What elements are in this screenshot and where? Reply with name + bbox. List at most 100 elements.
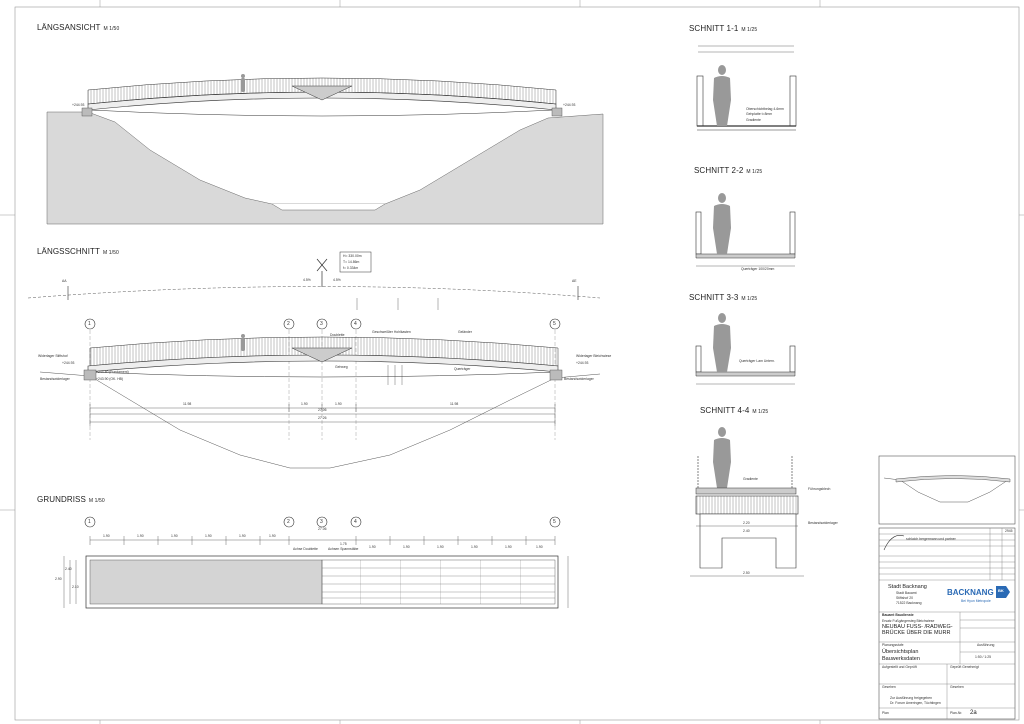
tb-phase-label: Planungsstufe	[882, 643, 904, 647]
riverbed	[271, 203, 386, 211]
axis-3-plan: 3	[320, 519, 323, 525]
curve-params-box	[339, 251, 372, 273]
axis-5-plan: 5	[553, 519, 556, 525]
abutment-section-right	[549, 369, 563, 381]
s4-person	[713, 427, 731, 488]
curve-param-h: H= 330.00m	[343, 254, 362, 258]
s3-left-post	[695, 345, 702, 373]
tb-client-street: Stiftshof 20	[896, 596, 913, 600]
tb-project-kind: Ersatz Fußgängersteg Bleichwiese	[882, 619, 935, 623]
tb-phase-value: Ausführung	[977, 643, 995, 647]
label-widerlager-right: Widerlager Bleichwiese	[576, 354, 612, 358]
s2-person	[713, 193, 731, 254]
plan-total: 27.06	[318, 527, 327, 531]
s1-note-gehplatte: Gehplatte t=8mm	[746, 112, 773, 116]
tb-brand: BACKNANG	[947, 588, 994, 597]
office-logo-mark	[883, 535, 905, 551]
s4-width-220: 2.20	[743, 521, 750, 525]
tb-client: Stadt Backnang	[888, 584, 927, 590]
axis-5-section: 5	[553, 321, 556, 327]
key-plan-bridge	[895, 475, 1011, 483]
plan-field-2: 1.90	[137, 534, 144, 538]
plan-deck-right	[321, 559, 556, 605]
dim-span-left: 11.98	[183, 402, 192, 406]
label-gelaender: Geländer	[458, 330, 472, 334]
terrain-section	[39, 371, 601, 469]
ground-terrain	[46, 111, 604, 225]
s2-right-post	[789, 211, 796, 255]
s4-note-bestand: Bestandswiderlager	[808, 521, 838, 525]
laengsschnitt-view	[27, 251, 601, 469]
label-quertraeger: Querträger	[454, 367, 471, 371]
label-elev-left: +244.93	[62, 361, 75, 365]
tb-client-dept: Stadt Bauamt	[896, 591, 917, 595]
tb-aufgestellt: Aufgestellt und Geprüft	[882, 665, 917, 669]
profile-label-aa: AA	[62, 279, 67, 283]
axis-2-plan: 2	[287, 519, 290, 525]
s1-note-gradiente: Gradiente	[746, 118, 761, 122]
plan-field-11: 1.90	[505, 545, 512, 549]
dim-span-right: 11.98	[450, 402, 459, 406]
grundriss-view	[63, 516, 569, 609]
s4-note-gradiente: Gradiente	[743, 477, 758, 481]
tb-dept: Bauamt Baudienste	[882, 613, 914, 617]
plan-field-1: 1.90	[103, 534, 110, 538]
plan-field-9: 1.90	[437, 545, 444, 549]
schnitt-2-2-view	[695, 193, 796, 267]
s4-cap-beam	[695, 495, 799, 515]
tb-scale: 1:50 / 1:25	[975, 655, 992, 659]
s1-left-post	[696, 75, 704, 127]
tb-project-line2: BRÜCKE ÜBER DIE MURR	[882, 630, 951, 636]
tb-freigabe-1: Zur Ausführung freigegeben	[890, 696, 933, 700]
axis-markers-plan	[84, 516, 561, 528]
tb-plan-no-label: Plan-Nr.	[950, 711, 963, 715]
s4-deck	[695, 487, 797, 495]
slope-right: 4.5%	[333, 278, 341, 282]
bridge-bottom-chord	[89, 109, 555, 117]
tb-gesehen-2: Gesehen	[950, 685, 964, 689]
plan-deck-left	[89, 559, 323, 605]
profile-peak-marker	[316, 258, 328, 287]
tb-freigabe-2: Dr. Forum Ameringen, Tüchtingen	[890, 701, 941, 705]
laengsansicht-view	[46, 74, 604, 225]
tb-brand-sub: Bei Hyun Metropole	[961, 599, 991, 603]
person-silhouette	[241, 74, 245, 92]
key-plan-frame	[878, 455, 1016, 525]
center-node	[291, 85, 353, 101]
label-bestand-left: Bestandswiderlager	[40, 377, 70, 381]
plan-width-210: 2.10	[72, 585, 79, 589]
elev-left-ansicht: +244.93	[72, 103, 85, 107]
tb-office: schlaich bergermann und partner	[906, 537, 956, 541]
s1-person	[713, 65, 731, 126]
plan-field-12: 1.90	[536, 545, 543, 549]
s4-width-250: 2.50	[743, 571, 750, 575]
plan-field-5: 1.90	[239, 534, 246, 538]
label-elev-right: +244.93	[576, 361, 589, 365]
s3-note-quertraeger: Querträger Lam Untern.	[739, 359, 775, 363]
schnitt-1-1-view	[696, 45, 797, 131]
s3-right-post	[789, 345, 796, 373]
tb-drawing-line2: Bauwerksdaten	[882, 656, 920, 662]
dim-total2: 27.26	[318, 416, 327, 420]
plan-width-175: 1.75	[340, 542, 347, 546]
tb-plan-label: Plan	[882, 711, 889, 715]
tb-brand-badge: BK	[998, 588, 1004, 593]
dim-total1: 27.06	[318, 408, 327, 412]
s2-left-post	[695, 211, 702, 255]
elev-right-ansicht: +244.93	[563, 103, 576, 107]
plan-field-8: 1.90	[403, 545, 410, 549]
person-silhouette-section	[241, 334, 245, 351]
tb-plan-no: 2a	[970, 710, 977, 716]
plan-field-6: 1.90	[269, 534, 276, 538]
title-block-grid	[879, 528, 1015, 719]
axis-1-plan: 1	[88, 519, 91, 525]
plan-achse-doublette: Achse Doublette	[293, 547, 318, 551]
tb-project-line1: NEUBAU FUSS- /RADWEG-	[882, 624, 953, 630]
curve-param-t: T= 14.86m	[343, 260, 360, 264]
s1-right-post	[789, 75, 797, 127]
